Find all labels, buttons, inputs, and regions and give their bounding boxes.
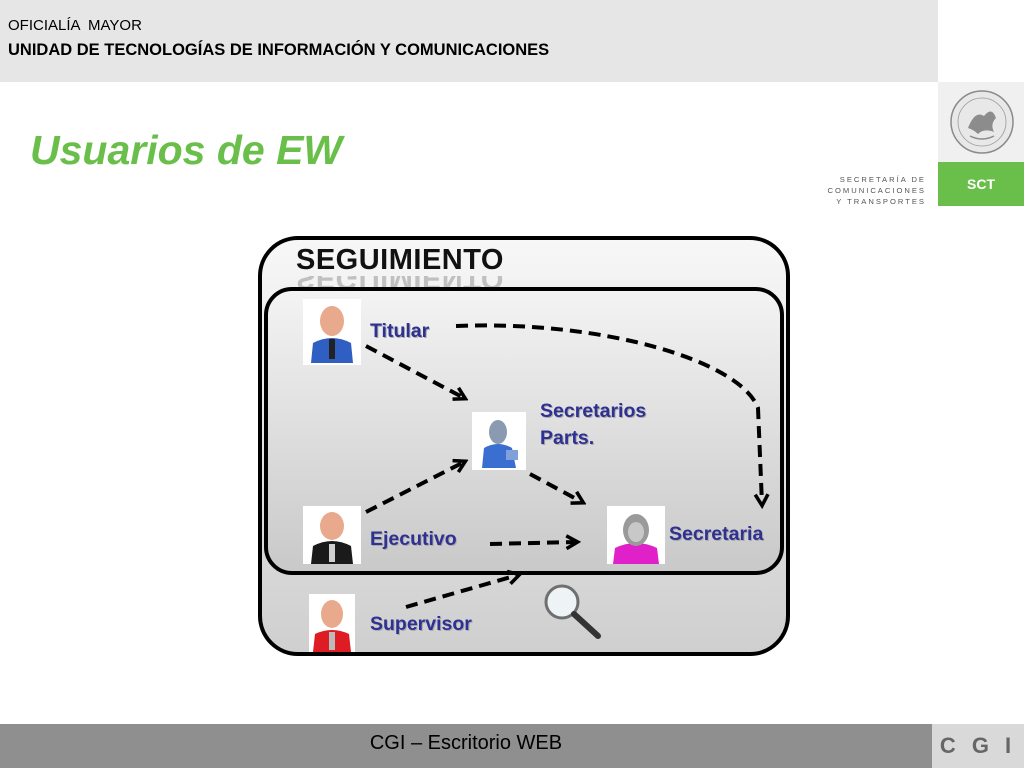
- magnifier-icon: [544, 584, 601, 639]
- node-secretarios-line1: Secretarios: [540, 400, 647, 422]
- arrow-secretarios-secretaria: [529, 472, 582, 502]
- arrow-supervisor-group: [405, 575, 518, 609]
- arrow-ejecutivo-secretaria: [489, 542, 576, 544]
- sct-logo: SCT: [938, 162, 1024, 206]
- person-blue-small-icon: [472, 412, 526, 470]
- person-red-icon: [309, 594, 355, 652]
- node-titular-label: Titular: [370, 320, 430, 342]
- node-supervisor-label: Supervisor: [370, 613, 472, 635]
- dept-line1: SECRETARÍA DE: [839, 175, 926, 184]
- node-secretaria-label: Secretaria: [669, 523, 764, 545]
- arrow-ejecutivo-secretarios: [365, 462, 464, 514]
- arrow-titular-secretarios: [365, 344, 464, 398]
- department-name: SECRETARÍA DE COMUNICACIONES Y TRANSPORT…: [828, 174, 926, 207]
- node-ejecutivo-label: Ejecutivo: [370, 528, 457, 550]
- footer-band: [0, 724, 932, 768]
- seguimiento-label: SEGUIMIENTO: [296, 244, 504, 276]
- header-office: OFICIALÍA MAYOR: [8, 17, 142, 34]
- dept-line2: COMUNICACIONES: [827, 186, 926, 195]
- national-seal-icon: [950, 90, 1014, 154]
- node-secretarios-label: Secretarios Parts.: [540, 398, 646, 452]
- node-secretarios-line2: Parts.: [540, 427, 595, 449]
- person-pink-icon: [607, 506, 665, 564]
- header-unit: UNIDAD DE TECNOLOGÍAS DE INFORMACIÓN Y C…: [8, 41, 550, 59]
- arrow-titular-secretaria: [455, 323, 762, 504]
- header-band: [0, 0, 938, 82]
- person-blue-icon: [303, 299, 361, 365]
- slide-title: Usuarios de EW: [30, 127, 343, 173]
- dept-line3: Y TRANSPORTES: [836, 197, 926, 206]
- footer-cgi-logo: C G I: [932, 724, 1024, 768]
- person-black-icon: [303, 506, 361, 564]
- footer-title: CGI – Escritorio WEB: [369, 732, 563, 754]
